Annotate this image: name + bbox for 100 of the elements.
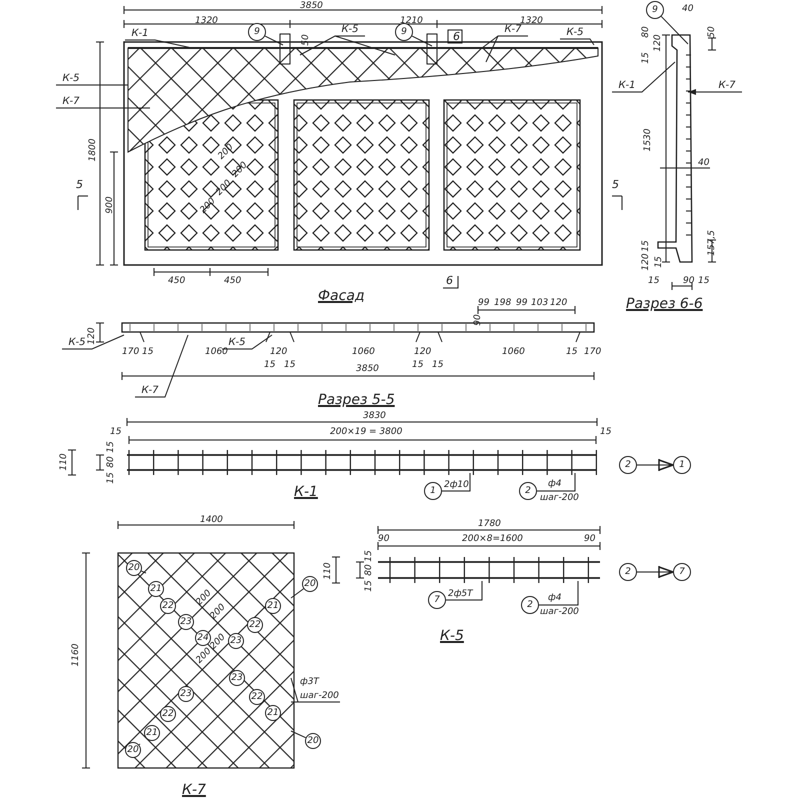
- leader-line: [612, 62, 676, 92]
- view-title: Разрез 5-5: [318, 392, 395, 408]
- dimension-label: 3850: [300, 1, 323, 11]
- dimension-label: 170: [122, 347, 140, 357]
- leader-line: [134, 334, 188, 398]
- leader-line: [124, 40, 192, 48]
- dimension-label: 120: [550, 298, 568, 308]
- dimension-label: 15: [648, 276, 660, 286]
- dimension-label: 40: [698, 158, 710, 168]
- callout-number: 2: [519, 482, 537, 500]
- dimension-label: 15: [106, 472, 116, 484]
- dimension-label: 170: [584, 347, 602, 357]
- leader-line: [290, 730, 306, 738]
- dimension-label: 3830: [363, 411, 386, 421]
- bar-spec-label: ф4: [548, 479, 562, 489]
- section-mark: 5: [612, 180, 619, 190]
- leader-line: [264, 36, 284, 46]
- callout-number: 1: [424, 482, 442, 500]
- dimension-label: 15: [284, 360, 296, 370]
- cage-mark-label: К-5: [560, 27, 590, 39]
- dimension-label: 450: [168, 276, 186, 286]
- dimension-label: 900: [105, 196, 115, 214]
- dimension-label: 50: [707, 26, 717, 38]
- cage-mark-label: К-5: [56, 73, 86, 85]
- view-title: К-1: [294, 484, 318, 500]
- dimension-label: 80: [106, 456, 116, 468]
- leader-line: [538, 580, 578, 606]
- dimension-label: 1320: [520, 16, 543, 26]
- mesh-k7-drawing: [82, 520, 295, 769]
- view-title: К-7: [182, 782, 206, 798]
- dimension-label: 15: [412, 360, 424, 370]
- callout-number: 2: [619, 456, 637, 474]
- leader-line: [140, 570, 146, 574]
- dimension-label: 15: [364, 580, 374, 592]
- dimension-label: 450: [224, 276, 242, 286]
- dimension-label: 1160: [71, 644, 81, 666]
- dimension-label: 120: [270, 347, 288, 357]
- cage-mark-label: К-5: [222, 337, 252, 349]
- callout-number: 2: [619, 563, 637, 581]
- dimension-label: 1060: [205, 347, 228, 357]
- dimension-label: 1400: [200, 515, 223, 525]
- leader-line: [446, 580, 482, 600]
- leader-line: [486, 36, 498, 62]
- callout-number: 2: [521, 596, 539, 614]
- dimension-label: 15: [110, 427, 122, 437]
- cage-mark-label: К-7: [712, 80, 742, 92]
- section-mark: 6: [446, 276, 453, 286]
- leader-line: [482, 36, 528, 48]
- callout-number: 7: [428, 591, 446, 609]
- dimension-label: 15: [641, 52, 651, 64]
- dimension-label: 1530: [643, 128, 653, 152]
- dimension-label: 120: [414, 347, 432, 357]
- callout-number: 9: [646, 1, 664, 19]
- dimension-label: 1210: [400, 16, 423, 26]
- dimension-label: 198: [494, 298, 512, 308]
- dimension-label: 110: [323, 562, 333, 580]
- cage-mark-label: К-7: [56, 96, 86, 108]
- leader-line: [560, 38, 594, 46]
- weld-symbol: [636, 565, 674, 579]
- leader-line: [56, 84, 128, 86]
- leader-line: [222, 334, 272, 350]
- leader-line: [290, 588, 304, 598]
- bar-spec-label: ф3Т: [300, 676, 319, 688]
- dimension-label: 1320: [195, 16, 218, 26]
- dimension-label: 110: [59, 453, 69, 471]
- bar-spec-label: шаг-200: [540, 607, 579, 617]
- bar-spec-label: шаг-200: [300, 690, 339, 702]
- dimension-label: 15: [600, 427, 612, 437]
- dimension-label: 15: [142, 347, 154, 357]
- dimension-label: 120: [653, 34, 663, 52]
- dimension-label: 80: [364, 564, 374, 576]
- cage-mark-label: К-1: [125, 28, 155, 40]
- dimension-label: 15: [106, 441, 116, 453]
- leader-line: [660, 16, 688, 44]
- view-title: Фасад: [318, 288, 365, 304]
- section-mark: 5: [76, 180, 83, 190]
- dimension-label: 1780: [478, 519, 501, 529]
- dimension-label: 103: [531, 298, 548, 308]
- dimension-label: 99: [478, 298, 490, 308]
- leader-line: [688, 89, 742, 95]
- callout-number: 7: [673, 563, 691, 581]
- leader-line: [138, 744, 140, 746]
- dimension-label: 200×19 = 3800: [330, 427, 402, 437]
- dimension-label: 200×8=1600: [462, 534, 523, 544]
- weld-symbol: [636, 458, 674, 472]
- dimension-label: 15: [641, 240, 651, 252]
- dimension-label: 120: [641, 253, 651, 271]
- dimension-label: 90: [584, 534, 596, 544]
- dimension-label: 99: [516, 298, 528, 308]
- section-mark: 6: [453, 32, 460, 42]
- callout-number: 1: [673, 456, 691, 474]
- dimension-label: 1800: [88, 138, 98, 162]
- bar-spec-label: ф4: [548, 593, 562, 603]
- dimension-label: 1060: [352, 347, 375, 357]
- leader-line: [334, 36, 396, 56]
- dimension-label: 1060: [502, 347, 525, 357]
- cage-mark-label: К-5: [335, 24, 365, 36]
- leader-line: [62, 334, 124, 350]
- dimension-label: 15: [432, 360, 444, 370]
- cage-mark-label: К-1: [612, 80, 642, 92]
